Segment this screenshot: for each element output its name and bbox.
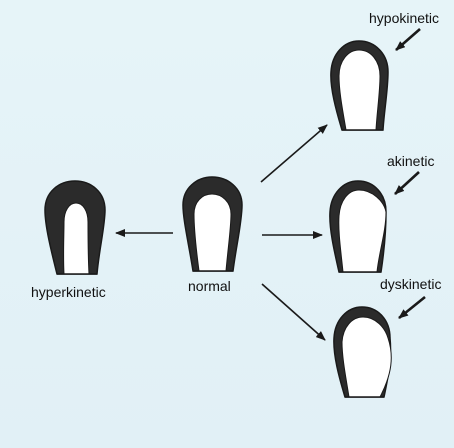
hyperkinetic-label: hyperkinetic (31, 284, 106, 300)
dyskinetic-pointer-arrow (399, 297, 425, 318)
akinetic-ventricle (330, 181, 386, 272)
hyperkinetic-ventricle-cavity (64, 203, 89, 274)
dyskinetic-label: dyskinetic (380, 276, 441, 292)
akinetic-label: akinetic (387, 153, 434, 169)
arrow-to-dyskinetic (262, 284, 325, 340)
dyskinetic-ventricle-cavity (342, 317, 391, 397)
akinetic-pointer-arrow (395, 172, 419, 194)
hypokinetic-ventricle (331, 41, 388, 130)
normal-ventricle-cavity (194, 194, 231, 271)
hypokinetic-pointer-arrow (396, 29, 420, 50)
normal-ventricle (183, 177, 242, 271)
dyskinetic-ventricle (334, 307, 391, 397)
arrow-to-hypokinetic (261, 125, 327, 182)
hypokinetic-ventricle-cavity (339, 50, 380, 130)
akinetic-ventricle-cavity (339, 190, 386, 272)
normal-label: normal (188, 278, 231, 294)
hyperkinetic-ventricle (45, 181, 105, 274)
hypokinetic-label: hypokinetic (369, 10, 439, 26)
